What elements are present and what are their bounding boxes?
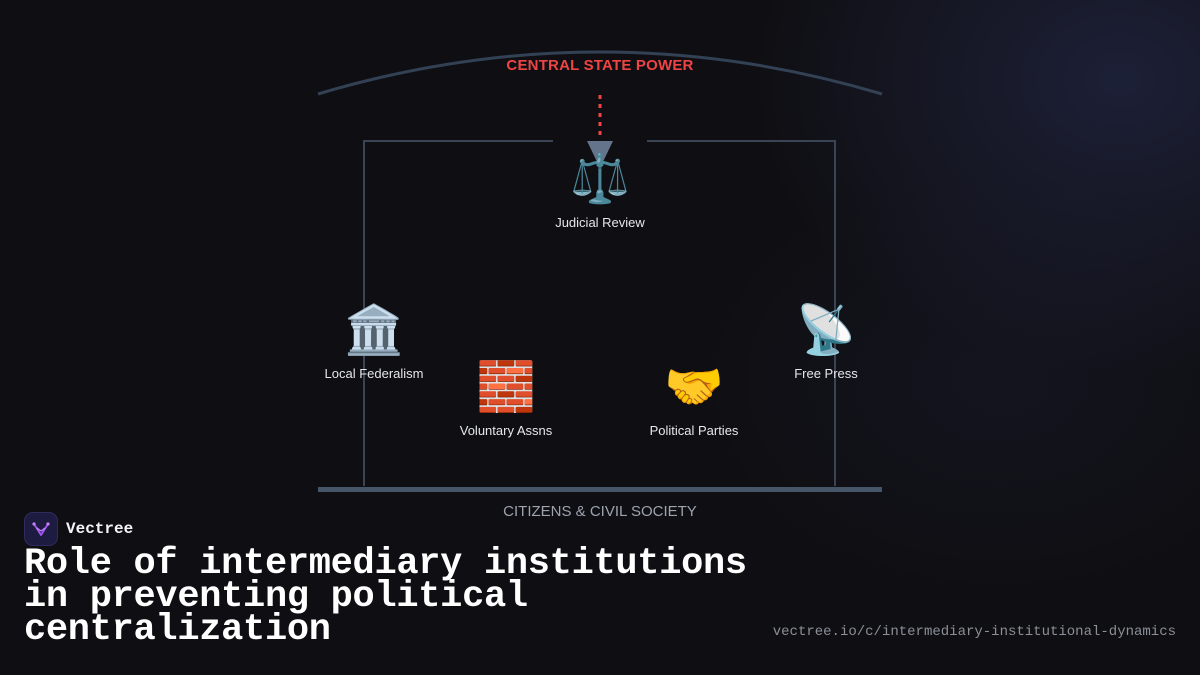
citizens-civil-society-label: CITIZENS & CIVIL SOCIETY bbox=[503, 503, 697, 520]
node-political-parties: 🤝 Political Parties bbox=[614, 361, 774, 438]
source-url: vectree.io/c/intermediary-institutional-… bbox=[772, 624, 1176, 640]
node-voluntary-assns: 🧱 Voluntary Assns bbox=[426, 361, 586, 438]
scales-icon: ⚖️ bbox=[570, 151, 630, 207]
central-state-power-label: CENTRAL STATE POWER bbox=[506, 57, 694, 74]
civil-society-base bbox=[318, 487, 882, 492]
node-local-federalism: 🏛️ Local Federalism bbox=[294, 304, 454, 381]
node-label: Political Parties bbox=[649, 423, 739, 438]
vectree-logo-icon bbox=[24, 512, 58, 546]
brand-name: Vectree bbox=[66, 520, 134, 538]
frame-left bbox=[363, 140, 553, 486]
node-label: Local Federalism bbox=[324, 366, 424, 381]
node-label: Free Press bbox=[794, 366, 858, 381]
central-power-arc bbox=[317, 50, 883, 96]
pressure-arrow-head bbox=[587, 141, 613, 168]
node-label: Judicial Review bbox=[555, 215, 645, 230]
handshake-icon: 🤝 bbox=[664, 359, 724, 415]
brand: Vectree bbox=[24, 512, 133, 546]
page-title: Role of intermediary institutions in pre… bbox=[24, 543, 747, 651]
frame-right bbox=[647, 140, 836, 486]
brick-wall-icon: 🧱 bbox=[476, 359, 536, 415]
node-label: Voluntary Assns bbox=[459, 423, 553, 438]
classical-building-icon: 🏛️ bbox=[344, 302, 404, 358]
node-free-press: 📡 Free Press bbox=[746, 304, 906, 381]
satellite-dish-icon: 📡 bbox=[796, 302, 856, 358]
node-judicial-review: ⚖️ Judicial Review bbox=[520, 153, 680, 230]
